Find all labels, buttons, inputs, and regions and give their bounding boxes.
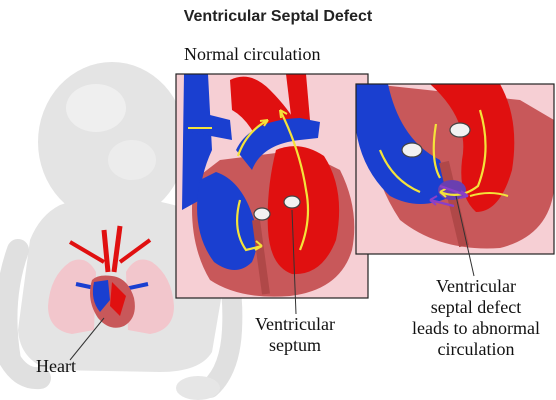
heart-label: Heart xyxy=(36,356,76,376)
ventricular-septum-line-2: septum xyxy=(269,335,321,355)
vsd-panel xyxy=(355,83,555,255)
ventricular-septum-label: Ventricular septum xyxy=(240,314,350,356)
diagram-title: Ventricular Septal Defect xyxy=(183,8,373,25)
septum-pointer-line xyxy=(291,209,297,315)
baby-vessels xyxy=(68,225,152,292)
vsd-pointer-line xyxy=(455,195,475,277)
vsd-line-1: Ventricular xyxy=(436,276,516,296)
heart-pointer-line xyxy=(69,317,105,361)
normal-circulation-label: Normal circulation xyxy=(184,44,321,64)
vsd-line-4: circulation xyxy=(437,339,515,359)
baby-lungs xyxy=(48,259,174,334)
vsd-label: Ventricular septal defect leads to abnor… xyxy=(396,276,556,360)
vsd-line-3: leads to abnormal xyxy=(412,318,540,338)
baby-heart-icon xyxy=(90,275,135,328)
ventricular-septum-line-1: Ventricular xyxy=(255,314,335,334)
vsd-line-2: septal defect xyxy=(430,297,522,317)
normal-circulation-panel xyxy=(175,73,369,299)
